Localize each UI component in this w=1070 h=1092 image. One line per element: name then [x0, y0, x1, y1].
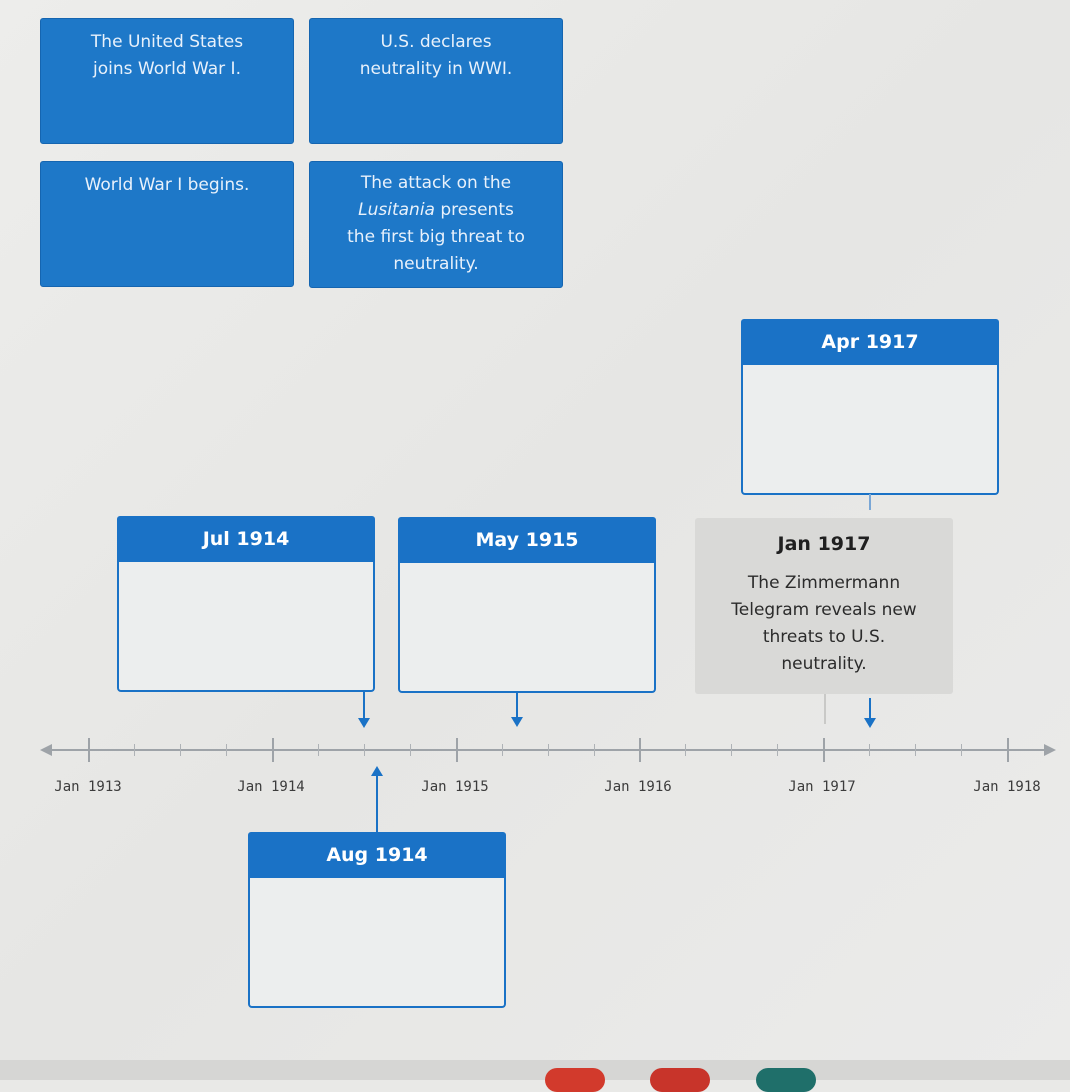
axis-minor-tick: [961, 744, 962, 756]
axis-minor-tick: [869, 744, 870, 756]
axis-minor-tick: [731, 744, 732, 756]
card-date-header: Apr 1917: [741, 319, 999, 365]
axis-year-label: Jan 1918: [973, 779, 1041, 795]
axis-minor-tick: [226, 744, 227, 756]
status-dot: [756, 1068, 816, 1092]
axis-minor-tick: [410, 744, 411, 756]
tile-text-line: neutrality.: [393, 254, 479, 274]
card-date-header: Jan 1917: [777, 533, 871, 555]
tile-text-line: joins World War I.: [93, 59, 241, 79]
axis-minor-tick: [134, 744, 135, 756]
timeline-axis: [48, 749, 1044, 751]
down-arrow-icon: [864, 718, 876, 728]
axis-minor-tick: [502, 744, 503, 756]
timeline-card-may-1915: May 1915: [398, 517, 656, 693]
status-dot: [650, 1068, 710, 1092]
up-arrow-icon: [371, 766, 383, 776]
drop-slot-apr-1917[interactable]: [741, 365, 999, 495]
tile-text-fragment: presents: [434, 200, 514, 220]
axis-minor-tick: [180, 744, 181, 756]
timeline-activity-screen: The United States joins World War I. U.S…: [0, 0, 1070, 1060]
status-dot: [545, 1068, 605, 1092]
timeline-card-jan-1917: Jan 1917 The Zimmermann Telegram reveals…: [695, 518, 953, 694]
connector-line: [824, 694, 826, 724]
axis-minor-tick: [548, 744, 549, 756]
axis-year-label: Jan 1916: [604, 779, 672, 795]
axis-major-tick: [456, 738, 458, 762]
card-text-line: threats to U.S.: [762, 627, 886, 647]
axis-year-label: Jan 1917: [788, 779, 856, 795]
tile-text-line-lusitania: Lusitania presents: [310, 197, 562, 224]
down-arrow-icon: [358, 718, 370, 728]
axis-major-tick: [639, 738, 641, 762]
drop-slot-may-1915[interactable]: [398, 563, 656, 693]
tile-wwi-begins[interactable]: World War I begins.: [40, 161, 294, 287]
card-date-header: Aug 1914: [248, 832, 506, 878]
axis-left-arrow-icon: [40, 744, 52, 756]
tile-text-line: U.S. declares: [380, 32, 492, 52]
axis-year-label: Jan 1913: [54, 779, 122, 795]
card-text-line: Telegram reveals new: [731, 600, 917, 620]
card-event-text: The Zimmermann Telegram reveals new thre…: [695, 570, 953, 678]
axis-major-tick: [1007, 738, 1009, 762]
axis-minor-tick: [915, 744, 916, 756]
connector-line: [363, 692, 365, 718]
card-date-header: May 1915: [398, 517, 656, 563]
connector-line: [516, 693, 518, 717]
axis-right-arrow-icon: [1044, 744, 1056, 756]
card-text-line: The Zimmermann: [747, 573, 901, 593]
tile-text-line: neutrality in WWI.: [359, 59, 513, 79]
drop-slot-jul-1914[interactable]: [117, 562, 375, 692]
bottom-bar: [0, 1060, 1070, 1080]
axis-minor-tick: [594, 744, 595, 756]
tile-lusitania-attack[interactable]: The attack on the Lusitania presents the…: [309, 161, 563, 288]
connector-line: [869, 698, 871, 718]
axis-year-label: Jan 1915: [421, 779, 489, 795]
axis-major-tick: [88, 738, 90, 762]
connector-line: [376, 776, 378, 832]
axis-minor-tick: [318, 744, 319, 756]
axis-minor-tick: [364, 744, 365, 756]
connector-line: [869, 494, 871, 510]
timeline-card-jul-1914: Jul 1914: [117, 516, 375, 692]
card-text-line: neutrality.: [781, 654, 867, 674]
tile-text-line: The attack on the: [360, 173, 512, 193]
axis-minor-tick: [777, 744, 778, 756]
tile-text-line: the first big threat to: [347, 227, 525, 247]
tile-us-declares-neutrality[interactable]: U.S. declares neutrality in WWI.: [309, 18, 563, 144]
axis-major-tick: [272, 738, 274, 762]
axis-minor-tick: [685, 744, 686, 756]
tile-text-line: The United States: [90, 32, 244, 52]
timeline-card-apr-1917: Apr 1917: [741, 319, 999, 495]
axis-year-label: Jan 1914: [237, 779, 305, 795]
drop-slot-aug-1914[interactable]: [248, 878, 506, 1008]
axis-major-tick: [823, 738, 825, 762]
down-arrow-icon: [511, 717, 523, 727]
timeline-card-aug-1914: Aug 1914: [248, 832, 506, 1008]
card-date-header: Jul 1914: [117, 516, 375, 562]
tile-us-joins-wwi[interactable]: The United States joins World War I.: [40, 18, 294, 144]
tile-text-line: World War I begins.: [84, 175, 250, 195]
lusitania-italic: Lusitania: [358, 200, 435, 220]
